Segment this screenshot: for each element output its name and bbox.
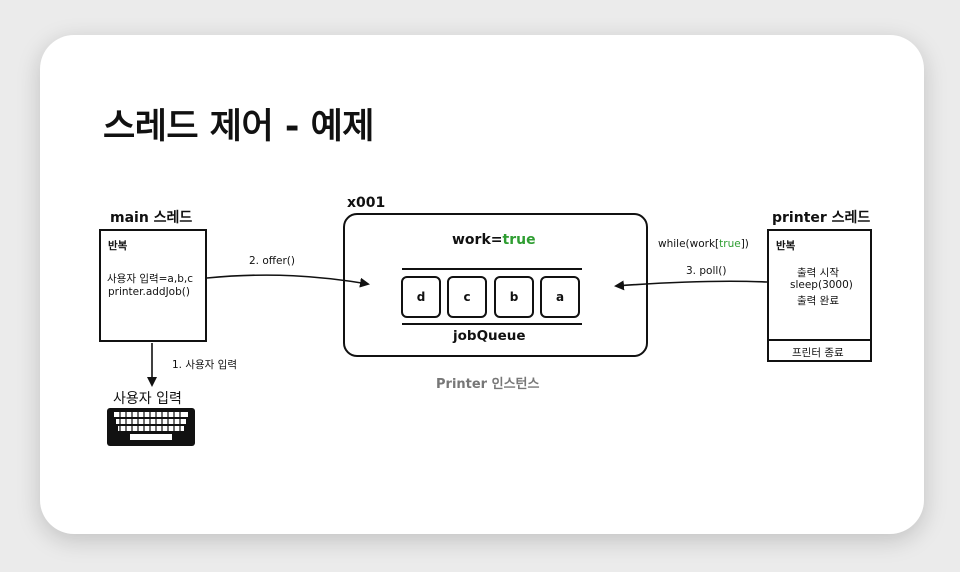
while-suffix: ]) [740,238,749,250]
while-label: while(work[true]) [658,238,749,250]
while-value: true [719,238,741,250]
user-input-arrow-label: 1. 사용자 입력 [172,359,237,371]
queue-item: a [540,276,580,318]
work-flag: work=true [452,232,536,248]
offer-arrow [206,274,370,288]
main-thread-box [99,229,207,342]
work-flag-value: true [502,232,536,248]
printer-thread-heading: printer 스레드 [772,210,871,226]
work-flag-label: work= [452,232,503,248]
offer-label: 2. offer() [249,255,295,267]
slide-title: 스레드 제어 - 예제 [103,107,374,147]
printer-line-sleep: sleep(3000) [790,279,853,291]
main-line-addjob: printer.addJob() [108,286,190,298]
keyboard-icon [107,408,195,446]
queue-item: d [401,276,441,318]
printer-instance-caption: Printer 인스턴스 [436,377,540,392]
instance-address: x001 [347,195,386,211]
poll-arrow [614,280,768,291]
queue-item: c [447,276,487,318]
printer-loop-label: 반복 [776,240,796,252]
main-loop-label: 반복 [108,240,128,252]
job-queue-label: jobQueue [453,328,526,344]
main-line-input: 사용자 입력=a,b,c [107,273,193,285]
printer-footer: 프린터 종료 [792,347,844,359]
poll-label: 3. poll() [686,265,727,277]
queue-item: b [494,276,534,318]
while-prefix: while(work[ [658,238,720,250]
printer-line-done: 출력 완료 [797,295,839,307]
main-thread-heading: main 스레드 [110,210,193,226]
user-input-label: 사용자 입력 [113,391,182,407]
printer-line-start: 출력 시작 [797,267,839,279]
